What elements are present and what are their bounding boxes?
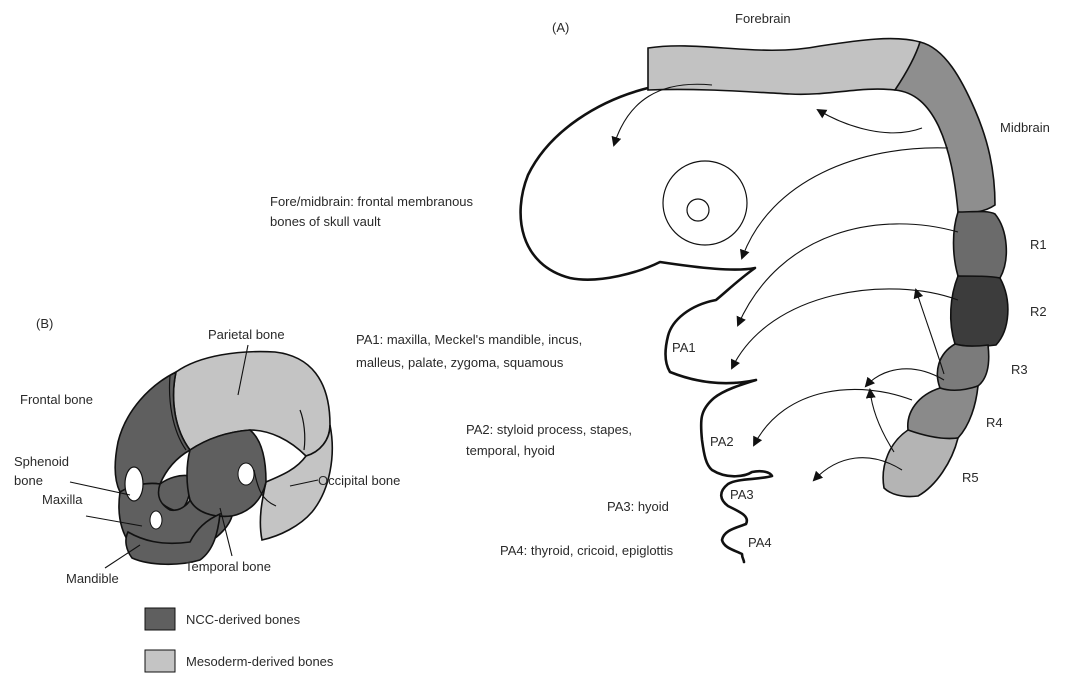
skull-illustration: [115, 352, 332, 565]
rhombomere-r2: [951, 276, 1008, 346]
midbrain-label: Midbrain: [1000, 120, 1050, 135]
legend: NCC-derived bones Mesoderm-derived bones: [145, 608, 334, 672]
optic-vesicle: [663, 161, 747, 245]
fore-midbrain-desc-line1: Fore/midbrain: frontal membranous: [270, 194, 474, 209]
arrow-r3: [866, 369, 944, 386]
pa4-desc: PA4: thyroid, cricoid, epiglottis: [500, 543, 674, 558]
pa3-label: PA3: [730, 487, 754, 502]
auditory-opening: [238, 463, 254, 485]
arrow-r4: [754, 389, 912, 445]
sphenoid-label-line2: bone: [14, 473, 43, 488]
lens-placode: [687, 199, 709, 221]
pa2-label: PA2: [710, 434, 734, 449]
arrow-r2: [732, 289, 958, 368]
panel-b-label: (B): [36, 316, 53, 331]
forebrain-region: [648, 39, 940, 95]
legend-swatch-mesoderm: [145, 650, 175, 672]
pa2-desc-line1: PA2: styloid process, stapes,: [466, 422, 632, 437]
pa1-desc-line1: PA1: maxilla, Meckel's mandible, incus,: [356, 332, 582, 347]
maxilla-label: Maxilla: [42, 492, 83, 507]
fore-midbrain-desc-line2: bones of skull vault: [270, 214, 381, 229]
migration-arrows: [614, 84, 958, 480]
legend-label-ncc: NCC-derived bones: [186, 612, 301, 627]
rhombomere-r5: [883, 430, 958, 497]
arrow-midbrain-upper: [818, 110, 922, 133]
midbrain-region: [895, 42, 995, 213]
pa4-label: PA4: [748, 535, 772, 550]
occipital-label: Occipital bone: [318, 473, 400, 488]
r1-label: R1: [1030, 237, 1047, 252]
forebrain-label: Forebrain: [735, 11, 791, 26]
arrow-r1: [738, 224, 958, 325]
temporal-label: Temporal bone: [185, 559, 271, 574]
arrow-r4-up: [870, 390, 894, 452]
rhombomere-r1: [954, 212, 1007, 279]
pa1-desc-line2: malleus, palate, zygoma, squamous: [356, 355, 564, 370]
pa1-label: PA1: [672, 340, 696, 355]
rhombomere-r3: [937, 344, 988, 391]
pa3-desc: PA3: hyoid: [607, 499, 669, 514]
r2-label: R2: [1030, 304, 1047, 319]
rhombomere-r4: [908, 386, 978, 439]
legend-label-mesoderm: Mesoderm-derived bones: [186, 654, 334, 669]
arrow-r3-up: [916, 290, 944, 374]
frontal-label: Frontal bone: [20, 392, 93, 407]
pa2-desc-line2: temporal, hyoid: [466, 443, 555, 458]
r3-label: R3: [1011, 362, 1028, 377]
orbit-opening: [125, 467, 143, 501]
arrow-midbrain-lower: [742, 148, 948, 258]
legend-swatch-ncc: [145, 608, 175, 630]
panel-a-label: (A): [552, 20, 569, 35]
r5-label: R5: [962, 470, 979, 485]
parietal-label: Parietal bone: [208, 327, 285, 342]
nasal-opening: [150, 511, 162, 529]
sphenoid-label-line1: Sphenoid: [14, 454, 69, 469]
mandible-label: Mandible: [66, 571, 119, 586]
r4-label: R4: [986, 415, 1003, 430]
panel-b: (B): [14, 316, 400, 586]
